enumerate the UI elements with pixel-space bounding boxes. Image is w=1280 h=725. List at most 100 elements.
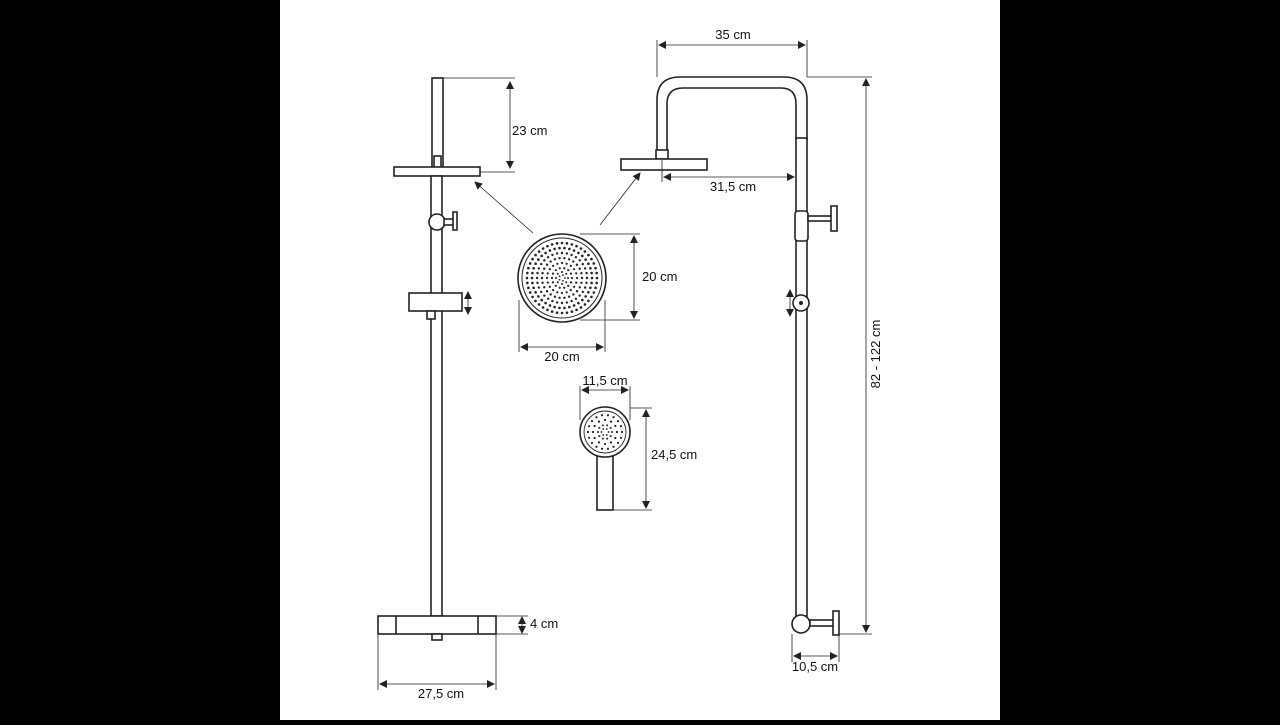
nozzle-dot [597, 420, 601, 423]
dim-mixer-height: 4 cm [496, 615, 558, 635]
nozzle-dot [546, 244, 549, 248]
nozzle-dot [560, 291, 564, 295]
head-connector [433, 155, 442, 169]
nozzle-dot [526, 281, 529, 285]
nozzle-dot [531, 295, 534, 299]
nozzle-dot [612, 445, 615, 448]
side-column [795, 137, 808, 617]
nozzle-dot [551, 253, 554, 257]
nozzle-dot [551, 281, 555, 284]
nozzle-dot [598, 435, 601, 438]
dim-wall-offset: 10,5 cm [791, 634, 840, 674]
nozzle-dot [558, 275, 561, 278]
nozzle-dot [565, 281, 568, 284]
nozzle-dot [536, 271, 539, 275]
nozzle-dot [609, 426, 612, 429]
label-handshower-length: 24,5 cm [651, 447, 697, 462]
nozzle-dot [585, 281, 588, 285]
nozzle-dot [597, 431, 599, 433]
nozzle-dot [541, 281, 544, 284]
nozzle-dot [556, 262, 559, 265]
nozzle-dot [587, 436, 591, 439]
nozzle-dot [583, 303, 587, 306]
nozzle-dot [561, 283, 563, 285]
nozzle-dot [540, 298, 543, 302]
nozzle-dot [558, 267, 561, 270]
nozzle-dot [572, 249, 576, 252]
nozzle-dot [525, 276, 529, 280]
nozzle-dot [536, 281, 539, 285]
nozzle-dot [540, 276, 544, 280]
dim-arm-length: 35 cm [656, 27, 808, 77]
nozzle-dot [534, 299, 537, 303]
nozzle-dot [528, 262, 532, 265]
nozzle-dot [535, 276, 539, 280]
nozzle-dot [598, 426, 601, 429]
nozzle-dot [561, 271, 563, 273]
nozzle-dot [541, 272, 544, 275]
nozzle-dot [583, 250, 587, 253]
nozzle-dot [595, 445, 598, 448]
nozzle-dot [553, 305, 556, 309]
nozzle-dot [558, 286, 561, 289]
nozzle-dot [537, 258, 540, 261]
nozzle-dot [601, 424, 604, 427]
nozzle-dot [568, 247, 571, 251]
nozzle-dot [552, 289, 555, 292]
nozzle-dot [553, 258, 557, 261]
dim-head-width: 20 cm [518, 300, 606, 364]
nozzle-dot [570, 253, 573, 257]
side-diverter-handle [830, 205, 838, 232]
nozzle-dot [556, 291, 559, 294]
nozzle-dot [578, 286, 581, 289]
nozzle-dot [594, 266, 597, 270]
nozzle-dot [550, 310, 554, 313]
label-total-height: 82 - 122 cm [868, 320, 883, 389]
nozzle-dot [573, 285, 576, 288]
nozzle-dot [565, 291, 568, 294]
nozzle-dot [595, 416, 598, 419]
hand-shower-view [579, 406, 631, 511]
nozzle-dot [587, 262, 590, 266]
nozzle-dot [563, 267, 566, 270]
nozzle-dot [602, 434, 605, 436]
nozzle-dot [552, 264, 555, 267]
nozzle-dot [570, 243, 574, 246]
nozzle-dot [572, 304, 576, 307]
nozzle-dot [531, 257, 534, 261]
overhead-nozzle-pattern [525, 241, 599, 315]
nozzle-dot [575, 290, 579, 293]
dim-head-offset: 31,5 cm [661, 160, 795, 194]
nozzle-dot [550, 243, 554, 246]
nozzle-dot [565, 262, 568, 265]
nozzle-dot [560, 251, 564, 255]
side-wall-arm [809, 619, 835, 627]
nozzle-dot [581, 262, 584, 266]
nozzle-dot [584, 295, 587, 298]
nozzle-dot [572, 293, 575, 296]
nozzle-dot [619, 436, 623, 439]
nozzle-dot [595, 281, 598, 285]
nozzle-dot [537, 250, 541, 253]
nozzle-dot [592, 291, 596, 294]
drawing-sheet [280, 0, 1000, 720]
nozzle-dot [597, 441, 601, 444]
dim-head-height: 20 cm [580, 233, 677, 321]
nozzle-dot [605, 434, 608, 436]
nozzle-dot [590, 257, 593, 261]
nozzle-dot [583, 267, 587, 270]
hand-shower-nozzle-pattern [586, 414, 624, 450]
nozzle-dot [546, 272, 549, 275]
hand-shower-handle [596, 455, 614, 511]
mixer-outlet [431, 633, 443, 641]
nozzle-dot [560, 241, 564, 245]
nozzle-dot [568, 305, 571, 309]
nozzle-dot [601, 437, 604, 440]
slider-holder [408, 292, 463, 312]
nozzle-dot [548, 249, 552, 252]
nozzle-dot [544, 251, 547, 255]
nozzle-dot [563, 306, 566, 310]
nozzle-dot [534, 290, 537, 294]
nozzle-dot [583, 286, 587, 289]
label-head-offset: 31,5 cm [710, 179, 756, 194]
